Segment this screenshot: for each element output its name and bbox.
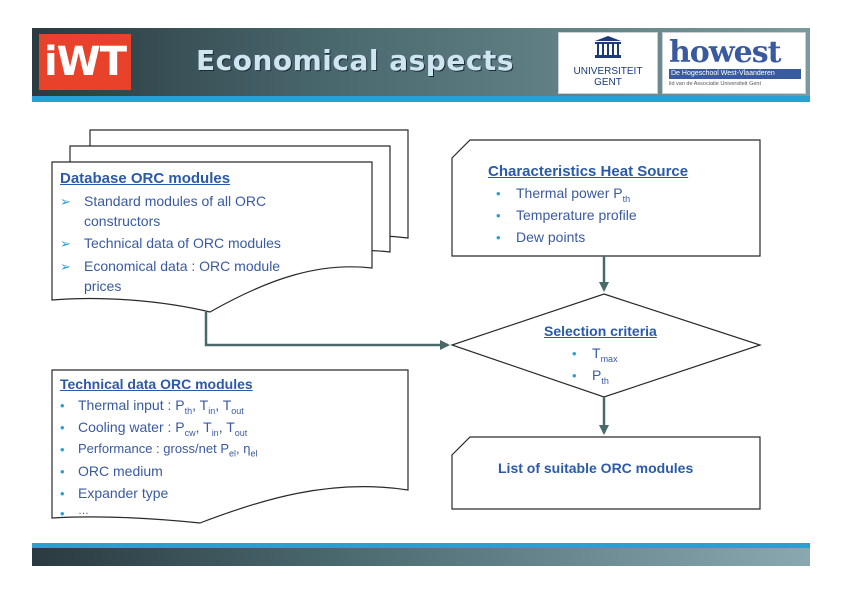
dot-bullet-icon: • bbox=[496, 230, 501, 245]
dot-bullet-icon: • bbox=[60, 506, 65, 521]
dot-bullet-icon: • bbox=[572, 368, 577, 383]
ugent-text-line2: GENT bbox=[594, 77, 622, 88]
ugent-logo: UNIVERSITEIT GENT bbox=[558, 32, 658, 94]
dot-bullet-icon: • bbox=[60, 486, 65, 501]
database-item-1-cont: constructors bbox=[84, 213, 161, 229]
database-item-3-cont: prices bbox=[84, 278, 122, 294]
footer-bar bbox=[32, 548, 810, 566]
dot-bullet-icon: • bbox=[572, 346, 577, 361]
database-page-front bbox=[51, 161, 373, 313]
header-stripe bbox=[32, 96, 810, 102]
ugent-building-icon bbox=[595, 36, 621, 58]
technical-heading: Technical data ORC modules bbox=[60, 376, 253, 392]
database-item-3: Economical data : ORC module bbox=[84, 258, 281, 274]
selection-heading: Selection criteria bbox=[544, 323, 657, 339]
footer-stripe bbox=[32, 543, 810, 548]
technical-item-3: Performance : gross/net Pel, ηel bbox=[78, 441, 258, 459]
arrow-bullet-icon: ➢ bbox=[60, 259, 71, 274]
heat-source-box bbox=[451, 139, 761, 257]
database-item-2: Technical data of ORC modules bbox=[84, 235, 281, 251]
dot-bullet-icon: • bbox=[496, 208, 501, 223]
iwt-logo: iWT bbox=[39, 34, 131, 90]
result-box bbox=[451, 436, 761, 510]
ugent-text-line1: UNIVERSITEIT bbox=[573, 66, 643, 77]
technical-item-2: Cooling water : Pcw, Tin, Tout bbox=[78, 419, 248, 438]
technical-item-4: ORC medium bbox=[78, 463, 163, 479]
selection-item-2: Pth bbox=[592, 367, 609, 386]
dot-bullet-icon: • bbox=[60, 398, 65, 413]
howest-logo-subtitle2: lid van de Associatie Universiteit Gent bbox=[669, 81, 762, 87]
selection-item-1: Tmax bbox=[592, 345, 618, 364]
howest-logo-subtitle: De Hogeschool West-Vlaanderen bbox=[669, 69, 801, 79]
technical-item-6: … bbox=[78, 505, 89, 517]
connector-database-to-selection bbox=[204, 312, 450, 350]
technical-data-box bbox=[51, 369, 409, 524]
heat-source-item-3: Dew points bbox=[516, 229, 586, 245]
database-heading: Database ORC modules bbox=[60, 170, 231, 187]
dot-bullet-icon: • bbox=[496, 186, 501, 201]
technical-item-5: Expander type bbox=[78, 485, 169, 501]
heat-source-item-1: Thermal power Pth bbox=[516, 185, 631, 204]
result-label: List of suitable ORC modules bbox=[498, 460, 694, 476]
slide-title: Economical aspects bbox=[196, 44, 514, 77]
howest-logo-text: howest bbox=[669, 35, 781, 70]
heat-source-heading: Characteristics Heat Source bbox=[488, 163, 689, 180]
dot-bullet-icon: • bbox=[60, 420, 65, 435]
arrow-bullet-icon: ➢ bbox=[60, 194, 71, 209]
dot-bullet-icon: • bbox=[60, 442, 65, 457]
heat-source-item-2: Temperature profile bbox=[516, 207, 637, 223]
arrow-bullet-icon: ➢ bbox=[60, 236, 71, 251]
dot-bullet-icon: • bbox=[60, 464, 65, 479]
database-item-1: Standard modules of all ORC bbox=[84, 193, 267, 209]
howest-logo: howest De Hogeschool West-Vlaanderen lid… bbox=[662, 32, 806, 94]
technical-item-1: Thermal input : Pth, Tin, Tout bbox=[78, 397, 244, 416]
